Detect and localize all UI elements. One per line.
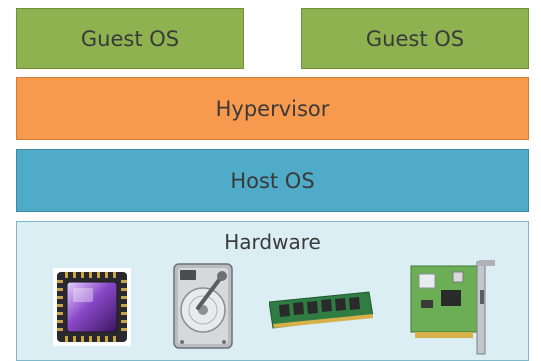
cpu-icon [53,268,131,346]
hardware-label: Hardware [224,230,321,254]
host-os-layer: Host OS [16,149,529,212]
guest-os-label-1: Guest OS [80,26,180,51]
hypervisor-label: Hypervisor [215,96,330,121]
ram-module-icon [269,291,373,329]
guest-os-box-1: Guest OS [16,8,244,69]
guest-os-label-2: Guest OS [365,26,465,51]
expansion-card-icon [410,260,495,355]
hardware-layer: Hardware [16,221,529,361]
hypervisor-layer: Hypervisor [16,77,529,140]
hard-drive-icon [173,263,233,349]
host-os-label: Host OS [230,168,315,193]
guest-os-box-2: Guest OS [301,8,529,69]
